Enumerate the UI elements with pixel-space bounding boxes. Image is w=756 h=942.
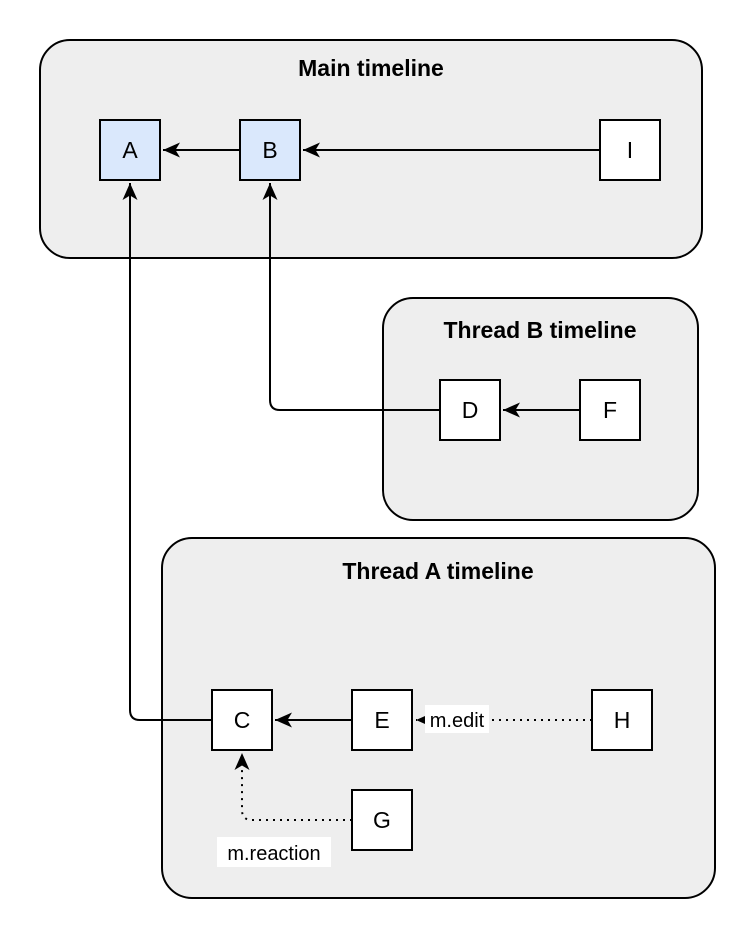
edge-label-m-edit-bg <box>425 705 489 733</box>
edge-c-to-a <box>122 183 212 721</box>
node-c-label: C <box>234 707 251 733</box>
node-h: H <box>591 689 653 751</box>
node-b-label: B <box>262 137 277 163</box>
node-i: I <box>599 119 661 181</box>
node-i-box <box>599 119 661 181</box>
edges <box>122 142 600 821</box>
edge-d-to-b <box>262 183 440 411</box>
node-c-box <box>211 689 273 751</box>
node-h-label: H <box>614 707 631 733</box>
node-b: B <box>239 119 301 181</box>
node-a: A <box>99 119 161 181</box>
node-h-box <box>591 689 653 751</box>
container-thread-b-timeline-title: Thread B timeline <box>444 317 637 343</box>
node-a-label: A <box>122 137 138 163</box>
node-g: G <box>351 789 413 851</box>
node-d-box <box>439 379 501 441</box>
node-g-label: G <box>373 807 391 833</box>
node-e: E <box>351 689 413 751</box>
node-a-box <box>99 119 161 181</box>
node-d: D <box>439 379 501 441</box>
node-f-box <box>579 379 641 441</box>
node-f: F <box>579 379 641 441</box>
node-e-label: E <box>374 707 389 733</box>
node-i-label: I <box>627 137 633 163</box>
edge-label-m-reaction-bg <box>217 837 331 867</box>
container-main-timeline-title: Main timeline <box>298 55 444 81</box>
node-e-box <box>351 689 413 751</box>
node-f-label: F <box>603 397 617 423</box>
node-c: C <box>211 689 273 751</box>
node-d-label: D <box>462 397 479 423</box>
node-g-box <box>351 789 413 851</box>
edge-label-m-edit-text: m.edit <box>430 710 485 732</box>
container-thread-a-timeline-title: Thread A timeline <box>342 558 533 584</box>
node-b-box <box>239 119 301 181</box>
edge-label-m-reaction-text: m.reaction <box>227 843 320 865</box>
edge-label-m-edit: m.edit <box>425 705 489 733</box>
edge-label-m-reaction: m.reaction <box>217 837 331 867</box>
